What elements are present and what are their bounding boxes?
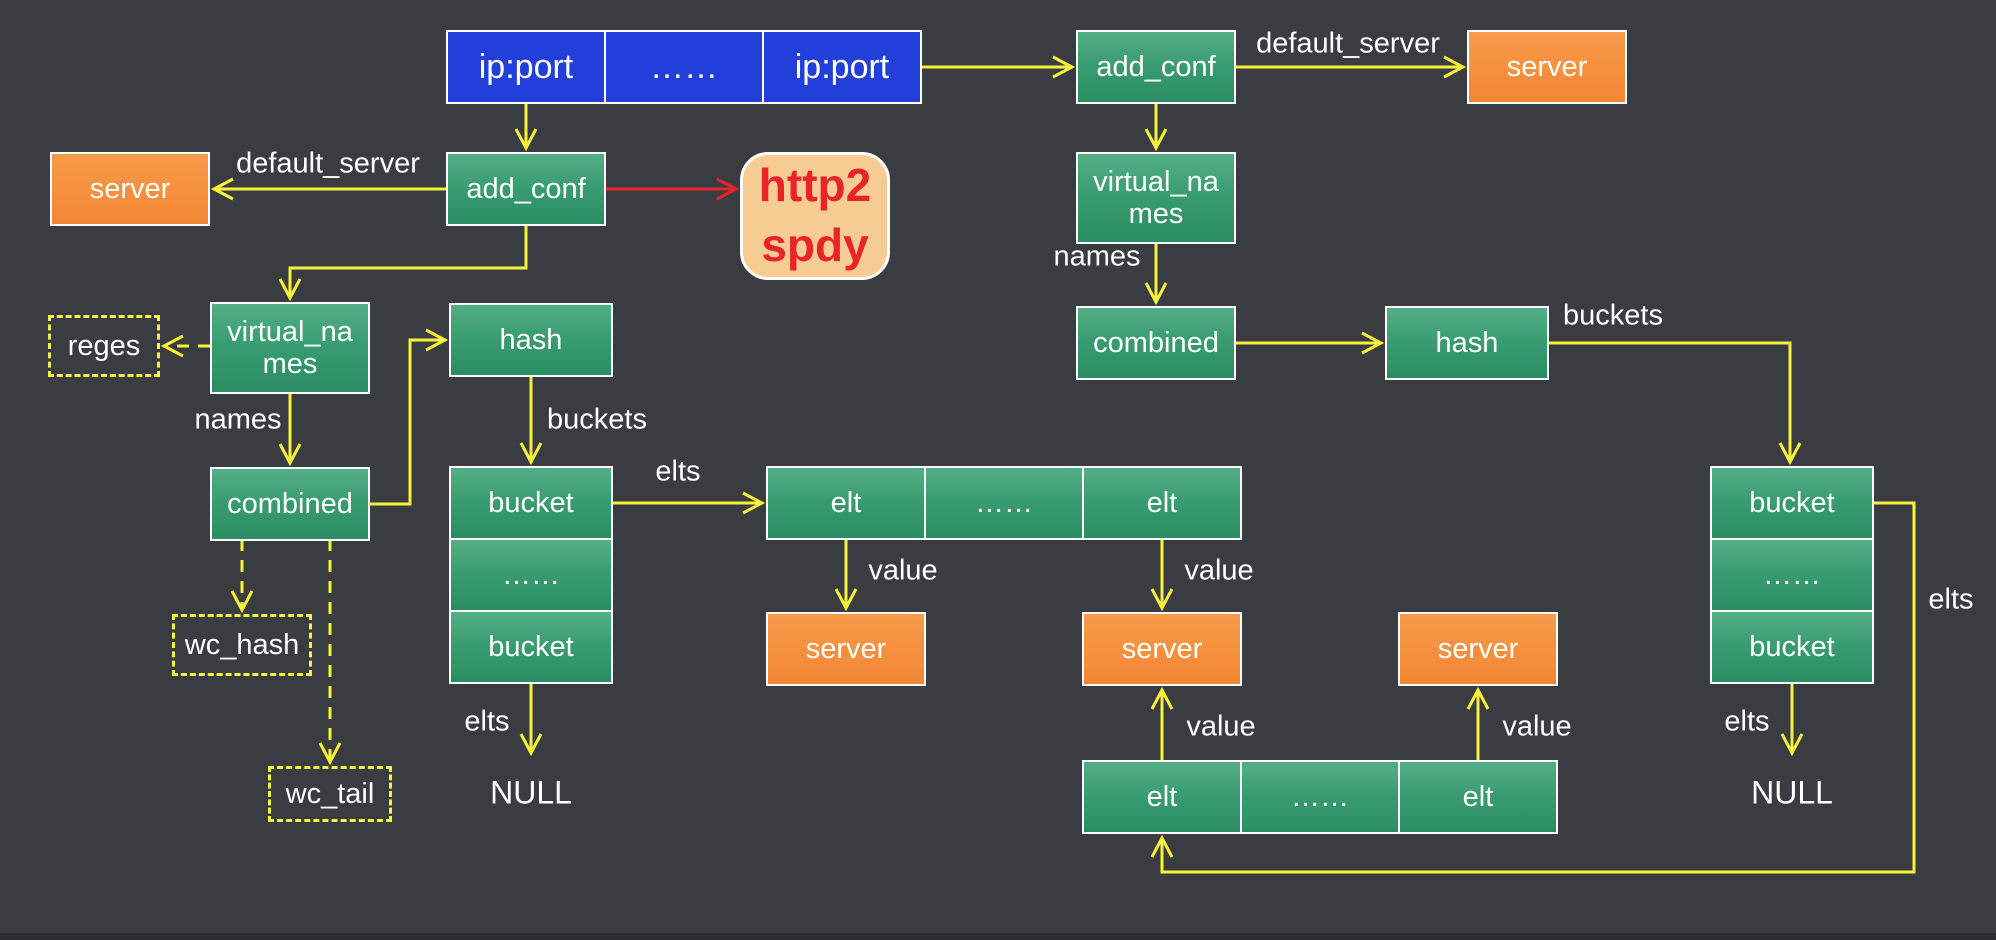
node-add-conf-left: add_conf <box>446 152 606 226</box>
edge-label-names-right: names <box>1053 240 1141 273</box>
edge-bucket-right-elts-loop <box>1150 501 1916 874</box>
virtual-names-line2: mes <box>1128 198 1184 230</box>
bucket-cell-dots: …… <box>1710 538 1874 612</box>
node-http2-spdy: http2 spdy <box>740 152 890 280</box>
edge-label-buckets-right: buckets <box>1563 299 1663 332</box>
virtual-names-line1: virtual_na <box>227 315 353 348</box>
node-add-conf-right: add_conf <box>1076 30 1236 104</box>
bucket-cell: bucket <box>1710 610 1874 684</box>
null-label-right: NULL <box>1751 774 1833 811</box>
edge-combined-left-to-hash <box>370 328 449 506</box>
edge-label-elts-mid: elts <box>655 455 701 488</box>
node-server-mid-1: server <box>766 612 926 686</box>
bottom-edge-strip <box>0 933 1996 940</box>
edge-label-value-bottom-1: value <box>1186 710 1256 743</box>
virtual-names-line1: virtual_na <box>1093 165 1219 198</box>
elt-cell-dots: …… <box>924 466 1084 540</box>
elt-cell: elt <box>1082 760 1242 834</box>
bucket-cell-dots: …… <box>449 538 613 612</box>
node-hash-left: hash <box>449 303 613 377</box>
node-server-mid-2: server <box>1082 612 1242 686</box>
node-wc-hash: wc_hash <box>172 614 312 676</box>
listen-cell: ip:port <box>446 30 606 104</box>
node-reges: reges <box>48 315 160 377</box>
edge-label-value-mid-1: value <box>868 554 938 587</box>
node-server-left: server <box>50 152 210 226</box>
edge-label-value-bottom-2: value <box>1502 710 1572 743</box>
node-wc-tail: wc_tail <box>268 766 392 822</box>
edge-addconf-left-to-virtualnames <box>278 226 528 302</box>
edge-label-default-server-left: default_server <box>236 147 420 180</box>
edge-label-elts-left-null: elts <box>464 705 510 738</box>
listen-cell: ip:port <box>762 30 922 104</box>
elt-array-mid: elt …… elt <box>766 466 1242 540</box>
bucket-cell: bucket <box>449 466 613 540</box>
node-virtual-names-left: virtual_na mes <box>210 302 370 394</box>
bucket-stack-left: bucket …… bucket <box>449 466 613 684</box>
bucket-cell: bucket <box>1710 466 1874 540</box>
listen-table: ip:port …… ip:port <box>446 30 922 104</box>
elt-cell: elt <box>1398 760 1558 834</box>
elt-cell: elt <box>1082 466 1242 540</box>
node-combined-left: combined <box>210 467 370 541</box>
edge-hash-right-buckets <box>1549 341 1802 466</box>
edge-label-default-server-right: default_server <box>1256 27 1440 60</box>
elt-array-bottom: elt …… elt <box>1082 760 1558 834</box>
http2-line1: http2 <box>758 159 872 212</box>
edge-label-buckets-left: buckets <box>547 403 647 436</box>
edge-label-names-left: names <box>194 403 282 436</box>
bucket-cell: bucket <box>449 610 613 684</box>
edge-label-value-mid-2: value <box>1184 554 1254 587</box>
edge-label-elts-loop: elts <box>1928 583 1974 616</box>
http2-line2: spdy <box>761 219 869 271</box>
null-label-left: NULL <box>490 774 572 811</box>
node-server-mid-3: server <box>1398 612 1558 686</box>
bucket-stack-right: bucket …… bucket <box>1710 466 1874 684</box>
listen-cell-dots: …… <box>604 30 764 104</box>
elt-cell: elt <box>766 466 926 540</box>
elt-cell-dots: …… <box>1240 760 1400 834</box>
edge-label-elts-right-null: elts <box>1724 705 1770 738</box>
node-hash-right: hash <box>1385 306 1549 380</box>
node-virtual-names-right: virtual_na mes <box>1076 152 1236 244</box>
virtual-names-line2: mes <box>262 348 318 380</box>
node-combined-right: combined <box>1076 306 1236 380</box>
node-server-right-top: server <box>1467 30 1627 104</box>
